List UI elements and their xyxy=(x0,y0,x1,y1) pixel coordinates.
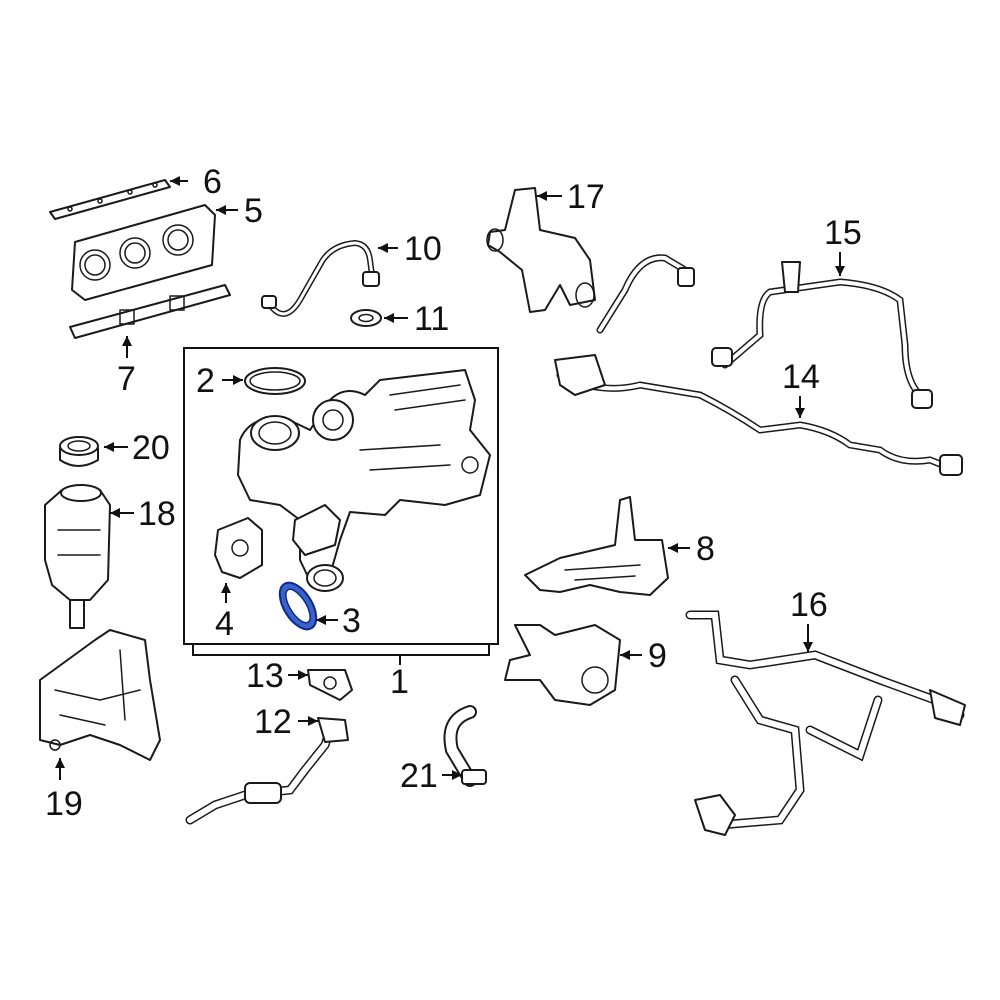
part-13-flange-gasket xyxy=(307,669,353,701)
arrow-17 xyxy=(537,191,547,201)
part-11-washer xyxy=(350,309,382,327)
part-21-hose xyxy=(443,705,487,787)
arrow-6 xyxy=(170,176,180,186)
callout-7: 7 xyxy=(117,360,136,398)
callout-15: 15 xyxy=(824,214,862,252)
arrow-14 xyxy=(795,408,805,418)
callout-9: 9 xyxy=(648,637,667,675)
callout-16: 16 xyxy=(790,586,828,624)
part-10-oil-line xyxy=(261,240,380,317)
part-3-seal-ring-inner xyxy=(285,588,311,624)
part-12-oil-return-pipe xyxy=(185,717,349,825)
part-16-coolant-pipe xyxy=(685,610,966,836)
arrow-3 xyxy=(316,615,326,625)
callout-2: 2 xyxy=(196,362,215,400)
callout-13: 13 xyxy=(246,657,284,695)
callout-10: 10 xyxy=(404,230,442,268)
part-8-heat-shield xyxy=(524,496,669,596)
callout-4: 4 xyxy=(215,605,234,643)
arrow-2 xyxy=(233,375,243,385)
callout-19: 19 xyxy=(45,785,83,823)
arrow-8 xyxy=(668,543,678,553)
callout-12: 12 xyxy=(254,703,292,741)
part-2-o-ring-inner xyxy=(249,371,301,391)
part-17-coolant-pipe xyxy=(486,187,596,313)
arrow-18 xyxy=(110,508,120,518)
arrow-16 xyxy=(803,642,813,652)
callout-3: 3 xyxy=(342,602,361,640)
callout-11: 11 xyxy=(414,300,449,338)
arrow-12 xyxy=(308,716,318,726)
callout-18: 18 xyxy=(138,495,176,533)
callout-21: 21 xyxy=(400,757,438,795)
part-19-mounting-bracket xyxy=(39,629,161,761)
arrow-4 xyxy=(221,583,231,593)
leader-1 xyxy=(192,644,490,665)
arrow-7 xyxy=(122,336,132,346)
callout-17: 17 xyxy=(567,178,605,216)
part-1-turbocharger xyxy=(237,369,491,592)
callout-5: 5 xyxy=(244,192,263,230)
callout-1: 1 xyxy=(390,663,409,701)
part-20-reservoir-cap xyxy=(59,436,99,467)
arrow-5 xyxy=(216,205,226,215)
part-18-expansion-tank xyxy=(44,484,111,629)
part-7-bracket-rail xyxy=(69,284,231,339)
callout-14: 14 xyxy=(782,358,820,396)
callout-6: 6 xyxy=(203,163,222,201)
arrow-10 xyxy=(378,243,388,253)
part-4-actuator xyxy=(214,517,263,579)
arrow-15 xyxy=(835,266,845,276)
turbo-assembly-frame xyxy=(183,347,499,645)
part-3-seal-ring xyxy=(278,581,318,631)
callout-8: 8 xyxy=(696,530,715,568)
part-15-coolant-line xyxy=(711,261,933,409)
arrow-11 xyxy=(384,313,394,323)
part-6-gasket-strip xyxy=(49,179,171,220)
arrow-9 xyxy=(620,650,630,660)
arrow-21 xyxy=(452,770,462,780)
part-14-coolant-line xyxy=(554,254,963,476)
callout-20: 20 xyxy=(132,429,170,467)
part-9-heat-shield xyxy=(504,624,621,706)
arrow-13 xyxy=(298,670,308,680)
arrow-19 xyxy=(55,758,65,768)
arrow-20 xyxy=(104,442,114,452)
part-5-manifold-gasket xyxy=(71,204,216,301)
